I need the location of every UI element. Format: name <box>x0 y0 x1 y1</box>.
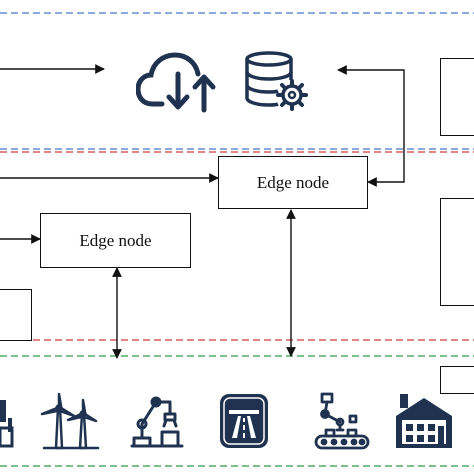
robot-arm-icon <box>130 396 184 448</box>
arrow-edge-node-to-cloud <box>337 65 405 187</box>
edge-node-upper-label: Edge node <box>256 172 330 192</box>
cloud-sync-icon <box>136 52 216 113</box>
assembly-robot-conveyor-icon <box>314 392 370 450</box>
factory-icon <box>396 394 452 448</box>
cloud-side-box <box>440 58 474 136</box>
edge-node-lower-label: Edge node <box>79 230 152 250</box>
edge-side-box <box>440 198 474 306</box>
device-side-box <box>440 366 474 394</box>
edge-node-lower[interactable]: Edge node <box>40 213 191 268</box>
highway-icon <box>220 394 268 448</box>
left-edge-box <box>0 289 32 341</box>
edge-node-upper[interactable]: Edge node <box>218 156 368 209</box>
wind-turbine-icon <box>40 392 100 450</box>
database-gear-icon <box>245 51 308 111</box>
device-icon <box>0 400 14 448</box>
